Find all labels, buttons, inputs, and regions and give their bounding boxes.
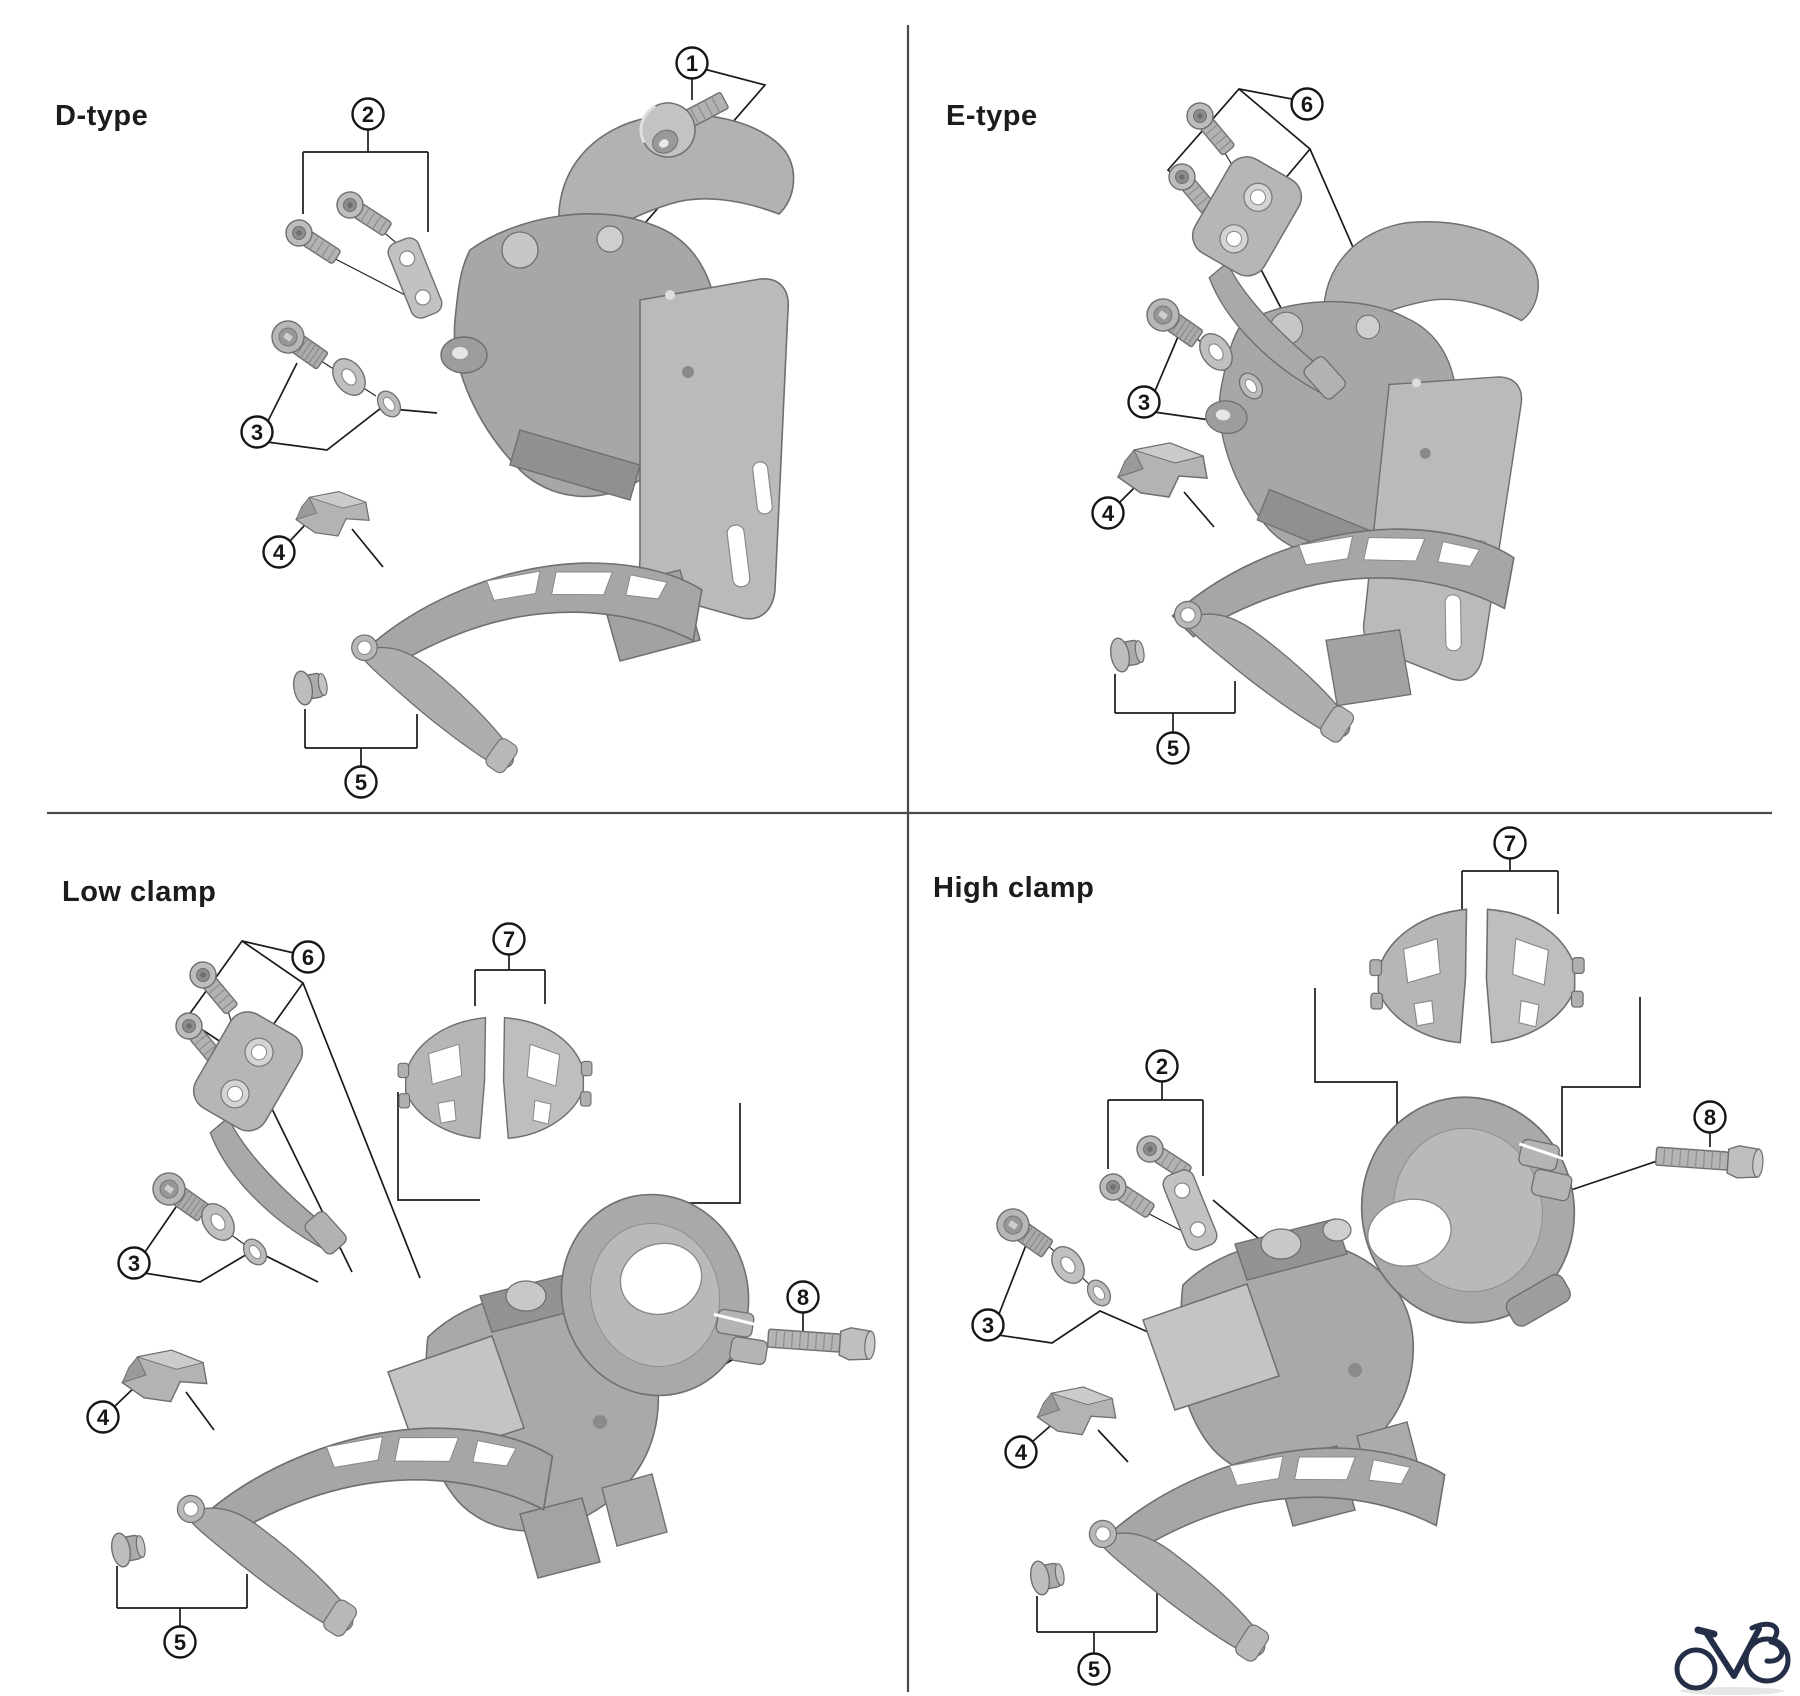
- quadrant-title-low-clamp: Low clamp: [62, 876, 217, 908]
- callout-e-type-5: 5: [1156, 731, 1190, 765]
- high-clamp-ring: [1360, 1096, 1576, 1327]
- svg-text:7: 7: [1504, 831, 1516, 856]
- high-clamp-inner-cage-plate: [1073, 1518, 1285, 1667]
- svg-text:4: 4: [97, 1405, 110, 1430]
- svg-text:3: 3: [128, 1251, 140, 1276]
- svg-text:6: 6: [1301, 92, 1313, 117]
- svg-text:4: 4: [273, 540, 286, 565]
- svg-text:8: 8: [797, 1285, 809, 1310]
- callout-low-clamp-4: 4: [86, 1400, 120, 1434]
- high-clamp-link-bolt-1: [1094, 1168, 1159, 1224]
- svg-text:5: 5: [1167, 736, 1179, 761]
- svg-text:3: 3: [251, 420, 263, 445]
- callout-high-clamp-5: 5: [1077, 1652, 1111, 1686]
- quadrant-title-d-type: D-type: [55, 100, 149, 132]
- d-type-illustration: [265, 68, 795, 779]
- callout-e-type-6: 6: [1290, 87, 1324, 121]
- high-clamp-cage-bolt: [1027, 1556, 1068, 1598]
- e-type-cage-bolt: [1107, 633, 1148, 675]
- callout-high-clamp-7: 7: [1493, 826, 1527, 860]
- e-type-pivot-bolt: [1140, 292, 1208, 353]
- callout-d-type-2: 2: [351, 97, 385, 131]
- d-type-o-ring: [372, 386, 406, 422]
- high-clamp-o-ring: [1082, 1275, 1116, 1311]
- logo-frame: [1704, 1626, 1762, 1679]
- svg-text:3: 3: [1138, 390, 1150, 415]
- d-type-link-bolt-1: [280, 214, 345, 270]
- high-clamp-washer: [1044, 1239, 1092, 1291]
- logo-rear-wheel: [1674, 1647, 1718, 1691]
- callout-high-clamp-3: 3: [971, 1308, 1005, 1342]
- callout-low-clamp-5: 5: [163, 1625, 197, 1659]
- e-type-bracket-bolt-1: [1180, 96, 1240, 160]
- logo-front-wheel: [1743, 1636, 1791, 1684]
- d-type-washer: [325, 351, 373, 403]
- d-type-inner-cage-plate: [333, 632, 536, 779]
- d-type-cage-bolt: [290, 666, 331, 708]
- svg-text:5: 5: [355, 770, 367, 795]
- quadrant-dividers: [47, 25, 1772, 1692]
- svg-text:6: 6: [302, 945, 314, 970]
- svg-text:1: 1: [686, 51, 698, 76]
- svg-text:4: 4: [1102, 501, 1115, 526]
- high-clamp-band-adapter: [1369, 908, 1585, 1044]
- high-clamp-illustration: [990, 858, 1765, 1667]
- d-type-link-bolt-2: [331, 186, 396, 242]
- callout-high-clamp-8: 8: [1693, 1100, 1727, 1134]
- quadrant-title-high-clamp: High clamp: [933, 872, 1095, 904]
- callout-d-type-1: 1: [675, 46, 709, 80]
- callout-layer: 1 2 3 4 5 6 3 4 5 6 7 3 8 4 5 7 2 8 3 4 5: [86, 46, 1727, 1686]
- callout-low-clamp-7: 7: [492, 922, 526, 956]
- callout-d-type-4: 4: [262, 535, 296, 569]
- callout-low-clamp-6: 6: [291, 940, 325, 974]
- e-type-chain-catcher: [1117, 442, 1208, 498]
- bicycle-logo: [1674, 1621, 1791, 1695]
- svg-text:7: 7: [503, 927, 515, 952]
- svg-text:2: 2: [362, 102, 374, 127]
- low-clamp-chain-catcher: [121, 1349, 208, 1403]
- d-type-pivot-bolt: [265, 314, 333, 375]
- callout-d-type-5: 5: [344, 765, 378, 799]
- svg-text:2: 2: [1156, 1054, 1168, 1079]
- callout-high-clamp-2: 2: [1145, 1049, 1179, 1083]
- logo-handlebar: [1749, 1621, 1785, 1664]
- low-clamp-cage-bolt: [108, 1528, 149, 1570]
- high-clamp-leader-lines: [997, 858, 1711, 1653]
- low-clamp-illustration: [108, 939, 877, 1642]
- callout-d-type-3: 3: [240, 415, 274, 449]
- callout-low-clamp-8: 8: [786, 1280, 820, 1314]
- svg-text:3: 3: [982, 1313, 994, 1338]
- callout-e-type-4: 4: [1091, 496, 1125, 530]
- callout-e-type-3: 3: [1127, 385, 1161, 419]
- high-clamp-link-plate: [1159, 1166, 1221, 1254]
- svg-text:5: 5: [174, 1630, 186, 1655]
- low-clamp-clamp-bolt: [766, 1321, 877, 1363]
- quadrant-title-e-type: E-type: [946, 100, 1038, 132]
- callout-high-clamp-4: 4: [1004, 1435, 1038, 1469]
- low-clamp-o-ring: [238, 1234, 272, 1270]
- svg-text:8: 8: [1704, 1105, 1716, 1130]
- e-type-illustration: [1107, 87, 1545, 748]
- svg-text:4: 4: [1015, 1440, 1028, 1465]
- callout-low-clamp-3: 3: [117, 1246, 151, 1280]
- logo-shadow: [1680, 1687, 1784, 1695]
- low-clamp-band-adapter: [397, 1016, 593, 1140]
- svg-text:5: 5: [1088, 1657, 1100, 1682]
- d-type-link-plate: [384, 234, 446, 322]
- d-type-chain-catcher: [295, 491, 370, 537]
- low-clamp-ring: [560, 1193, 769, 1397]
